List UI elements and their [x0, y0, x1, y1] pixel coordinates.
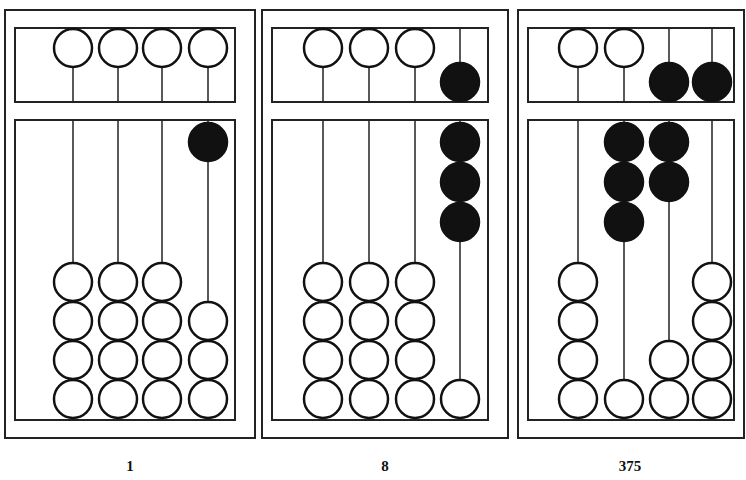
abacus-bead — [441, 380, 479, 418]
abacus-bead — [605, 29, 643, 67]
abacus-bead — [304, 302, 342, 340]
abacus-panel — [518, 10, 744, 438]
abacus-bead — [189, 29, 227, 67]
abacus-bead — [143, 341, 181, 379]
abacus-bead — [99, 263, 137, 301]
abacus-bead — [99, 341, 137, 379]
abacus-bead — [650, 63, 688, 101]
abacus-bead — [304, 380, 342, 418]
abacus-bead — [650, 163, 688, 201]
abacus-bead — [396, 341, 434, 379]
lower-deck — [15, 120, 235, 420]
abacus-bead — [650, 341, 688, 379]
abacus-bead — [441, 123, 479, 161]
abacus-bead — [605, 203, 643, 241]
abacus-bead — [350, 341, 388, 379]
abacus-bead — [350, 263, 388, 301]
abacus-bead — [693, 302, 731, 340]
abacus-bead — [441, 63, 479, 101]
abacus-bead — [99, 380, 137, 418]
abacus-bead — [396, 263, 434, 301]
value-label: 1 — [126, 458, 134, 475]
abacus-bead — [99, 302, 137, 340]
abacus-bead — [54, 341, 92, 379]
abacus-bead — [605, 123, 643, 161]
abacus-bead — [189, 380, 227, 418]
abacus-bead — [396, 380, 434, 418]
abacus-frame — [5, 10, 255, 438]
abacus-bead — [650, 123, 688, 161]
value-label: 375 — [619, 458, 642, 475]
abacus-bead — [189, 302, 227, 340]
abacus-bead — [693, 63, 731, 101]
abacus-bead — [350, 302, 388, 340]
abacus-frame — [518, 10, 744, 438]
abacus-bead — [350, 29, 388, 67]
abacus-bead — [559, 263, 597, 301]
abacus-bead — [143, 380, 181, 418]
abacus-bead — [396, 302, 434, 340]
abacus-bead — [54, 263, 92, 301]
abacus-bead — [559, 341, 597, 379]
abacus-panel — [262, 10, 508, 438]
abacus-bead — [559, 302, 597, 340]
abacus-bead — [304, 29, 342, 67]
abacus-bead — [143, 263, 181, 301]
abacus-bead — [304, 341, 342, 379]
abacus-bead — [605, 380, 643, 418]
upper-deck — [528, 28, 734, 102]
lower-deck — [272, 120, 488, 420]
abacus-bead — [99, 29, 137, 67]
upper-deck — [272, 28, 488, 102]
abacus-panel — [5, 10, 255, 438]
abacus-frame — [262, 10, 508, 438]
lower-deck — [528, 120, 734, 420]
abacus-bead — [650, 380, 688, 418]
abacus-bead — [54, 380, 92, 418]
abacus-bead — [559, 380, 597, 418]
abacus-bead — [693, 263, 731, 301]
abacus-bead — [143, 29, 181, 67]
abacus-bead — [189, 123, 227, 161]
abacus-bead — [441, 163, 479, 201]
abacus-bead — [54, 302, 92, 340]
abacus-bead — [189, 341, 227, 379]
abacus-bead — [693, 341, 731, 379]
abacus-bead — [54, 29, 92, 67]
upper-deck — [15, 28, 235, 102]
abacus-bead — [605, 163, 643, 201]
value-label: 8 — [381, 458, 389, 475]
abacus-bead — [304, 263, 342, 301]
abacus-bead — [396, 29, 434, 67]
abacus-bead — [441, 203, 479, 241]
abacus-bead — [350, 380, 388, 418]
abacus-bead — [143, 302, 181, 340]
abacus-bead — [693, 380, 731, 418]
abacus-bead — [559, 29, 597, 67]
